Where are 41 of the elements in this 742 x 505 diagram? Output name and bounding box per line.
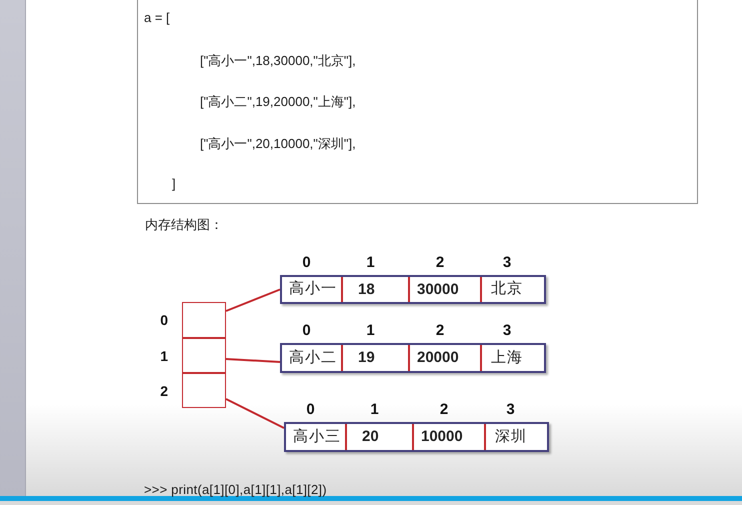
array-cell: 20000: [410, 345, 482, 371]
array-cell: 18: [343, 277, 410, 302]
list-cell: [182, 373, 226, 408]
array-cell: 高小二: [282, 345, 343, 371]
array-cell: 10000: [414, 424, 486, 450]
index-label: 2: [438, 402, 450, 418]
code-box: [137, 0, 698, 204]
index-label: 2: [159, 382, 168, 398]
index-label: 0: [301, 323, 312, 339]
index-label: 0: [305, 402, 316, 418]
code-line: ]: [172, 176, 176, 192]
console-line: >>> print(a[1][0],a[1][1],a[1][2]): [144, 482, 327, 498]
code-line: ["高小二",19,20000,"上海"],: [200, 94, 356, 110]
list-cell: [182, 302, 226, 338]
array-cell: 20: [347, 424, 414, 450]
heading: 内存结构图：: [145, 217, 223, 233]
array-cell: 北京: [482, 277, 544, 302]
index-label: 1: [365, 323, 376, 339]
array-cell: 19: [343, 345, 410, 371]
array-cell: 30000: [410, 277, 482, 302]
array-row: [280, 343, 546, 373]
index-label: 0: [159, 312, 168, 328]
index-label: 1: [159, 348, 168, 364]
index-label: 1: [365, 255, 376, 271]
index-label: 2: [434, 255, 446, 271]
array-cell: 高小三: [286, 424, 347, 450]
array-cell: 深圳: [486, 424, 547, 450]
array-cell: 高小一: [282, 277, 343, 302]
index-label: 0: [301, 255, 312, 271]
array-row: [280, 275, 546, 304]
index-label: 3: [502, 255, 512, 271]
index-label: 3: [502, 323, 512, 339]
code-line: ["高小一",20,10000,"深圳"],: [200, 136, 356, 152]
array-cell: 上海: [482, 345, 544, 371]
code-line: a = [: [144, 10, 170, 26]
code-line: ["高小一",18,30000,"北京"],: [200, 53, 356, 69]
index-label: 1: [369, 402, 380, 418]
index-label: 3: [505, 402, 516, 418]
array-row: [284, 422, 549, 452]
list-cell: [182, 338, 226, 373]
index-label: 2: [434, 323, 446, 339]
